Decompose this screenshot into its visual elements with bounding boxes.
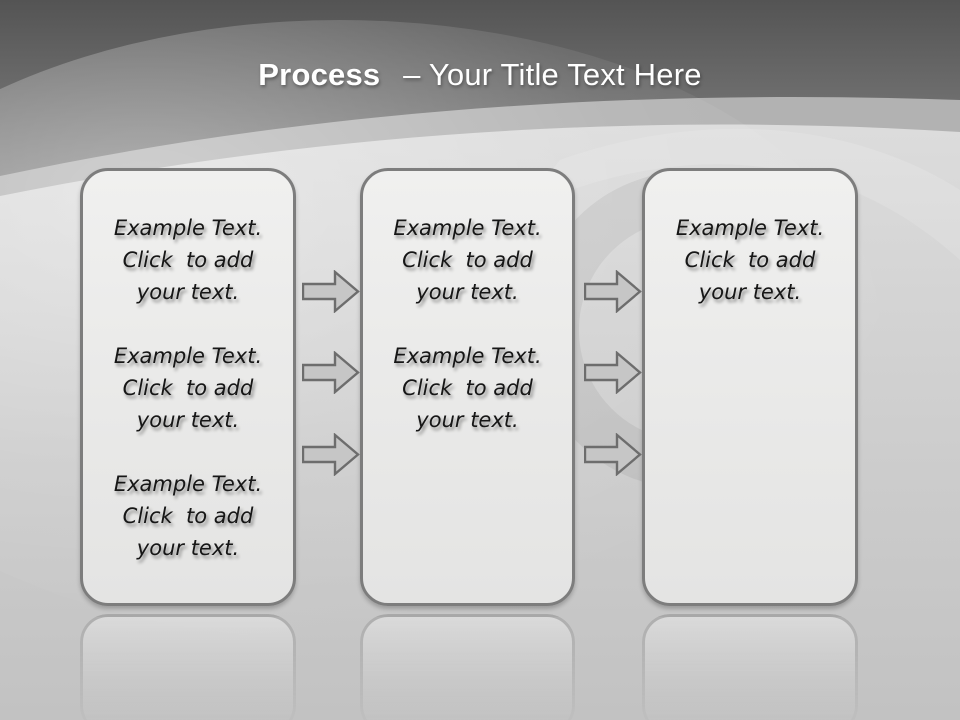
placeholder-text[interactable]: Example Text. Click to add your text.: [675, 216, 825, 304]
title-keyword: Process: [258, 57, 381, 92]
title-subtitle: – Your Title Text Here: [403, 57, 702, 92]
right-block-arrow-icon[interactable]: [584, 351, 642, 394]
placeholder-text[interactable]: Example Text. Click to add your text.: [113, 216, 263, 304]
right-block-arrow-icon[interactable]: [302, 433, 360, 476]
placeholder-text[interactable]: Example Text. Click to add your text.: [113, 344, 263, 432]
process-box-3[interactable]: Example Text. Click to add your text.: [642, 168, 858, 606]
right-block-arrow-icon[interactable]: [584, 270, 642, 313]
process-box-1[interactable]: Example Text. Click to add your text. Ex…: [80, 168, 296, 606]
placeholder-text[interactable]: Example Text. Click to add your text.: [393, 216, 542, 304]
right-block-arrow-icon[interactable]: [584, 433, 642, 476]
right-block-arrow-icon[interactable]: [302, 351, 360, 394]
placeholder-text[interactable]: Example Text. Click to add your text.: [393, 344, 542, 432]
background-swoosh: [520, 128, 960, 260]
placeholder-text[interactable]: Example Text. Click to add your text.: [113, 472, 263, 560]
slide-title[interactable]: Process – Your Title Text Here: [0, 54, 960, 96]
process-box-2[interactable]: Example Text. Click to add your text. Ex…: [360, 168, 575, 606]
right-block-arrow-icon[interactable]: [302, 270, 360, 313]
